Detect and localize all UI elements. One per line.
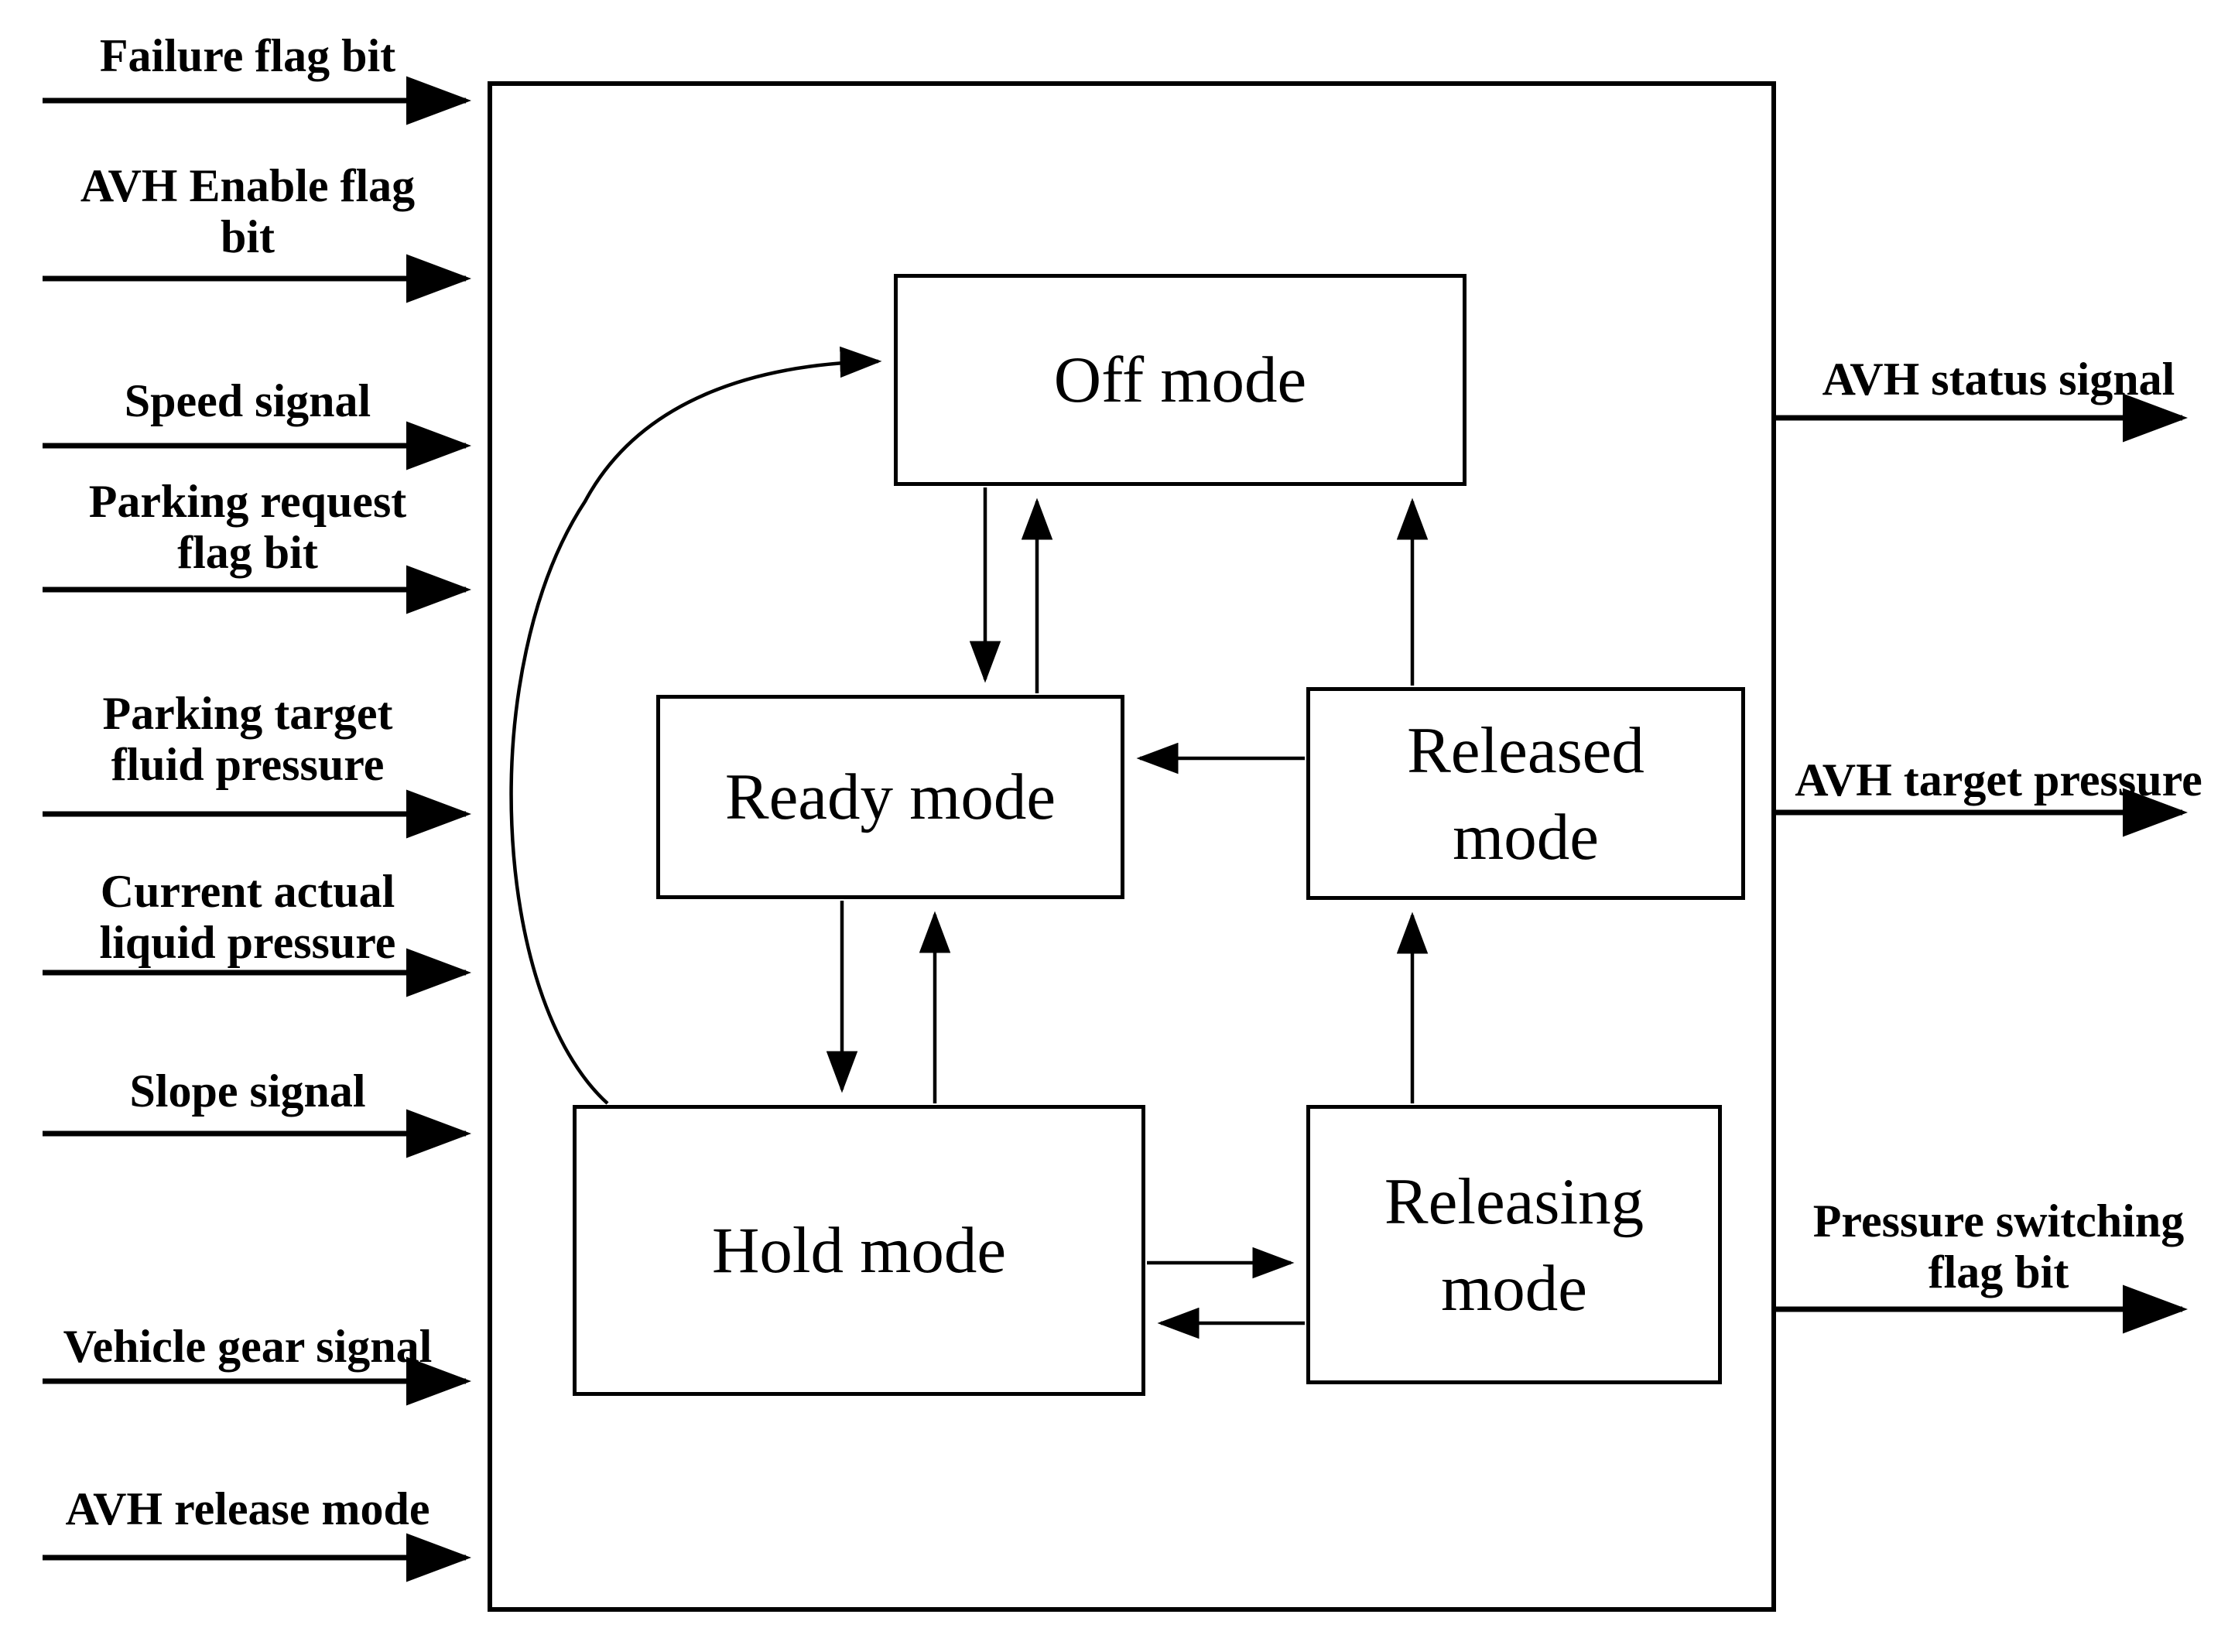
label-line: Current actual — [100, 866, 395, 917]
state-box-released-mode: Released mode — [1306, 687, 1745, 900]
state-label: mode — [1453, 800, 1599, 874]
label-line: bit — [220, 211, 276, 262]
state-box-hold-mode: Hold mode — [573, 1105, 1145, 1396]
input-label-avh-release-mode: AVH release mode — [23, 1483, 472, 1534]
state-label: Released — [1407, 713, 1644, 787]
label-line: flag bit — [1928, 1247, 2069, 1298]
input-label-parking-request-flag-bit: Parking request flag bit — [23, 476, 472, 578]
label-line: AVH release mode — [65, 1483, 430, 1534]
state-label: Ready mode — [724, 761, 1056, 833]
input-label-speed-signal: Speed signal — [23, 375, 472, 426]
state-label: Releasing — [1384, 1165, 1644, 1238]
state-label: Off mode — [1053, 344, 1307, 416]
state-label: mode — [1441, 1251, 1587, 1325]
output-label-avh-status-signal: AVH status signal — [1772, 354, 2225, 405]
label-line: Slope signal — [129, 1065, 366, 1117]
state-box-ready-mode: Ready mode — [656, 695, 1124, 899]
state-label: Hold mode — [711, 1214, 1007, 1287]
label-line: AVH Enable flag — [80, 160, 416, 211]
label-line: Vehicle gear signal — [63, 1321, 433, 1372]
input-label-vehicle-gear-signal: Vehicle gear signal — [23, 1321, 472, 1372]
label-line: liquid pressure — [99, 917, 396, 968]
label-line: Speed signal — [124, 375, 371, 426]
label-line: AVH target pressure — [1795, 754, 2202, 805]
label-line: Parking request — [88, 476, 407, 527]
state-box-releasing-mode: Releasing mode — [1306, 1105, 1722, 1384]
input-label-failure-flag-bit: Failure flag bit — [23, 30, 472, 81]
output-label-avh-target-pressure: AVH target pressure — [1772, 754, 2225, 805]
input-label-slope-signal: Slope signal — [23, 1065, 472, 1117]
input-label-current-actual-liquid-pressure: Current actual liquid pressure — [23, 866, 472, 968]
label-line: Failure flag bit — [99, 30, 396, 81]
label-line: Parking target — [102, 688, 393, 739]
label-line: flag bit — [177, 527, 318, 578]
output-label-pressure-switching-flag-bit: Pressure switching flag bit — [1772, 1195, 2225, 1298]
input-label-parking-target-fluid-pressure: Parking target fluid pressure — [23, 688, 472, 790]
input-label-avh-enable-flag-bit: AVH Enable flag bit — [23, 160, 472, 262]
state-box-off-mode: Off mode — [894, 274, 1467, 486]
label-line: fluid pressure — [111, 739, 385, 790]
label-line: Pressure switching — [1812, 1195, 2185, 1247]
label-line: AVH status signal — [1822, 354, 2175, 405]
